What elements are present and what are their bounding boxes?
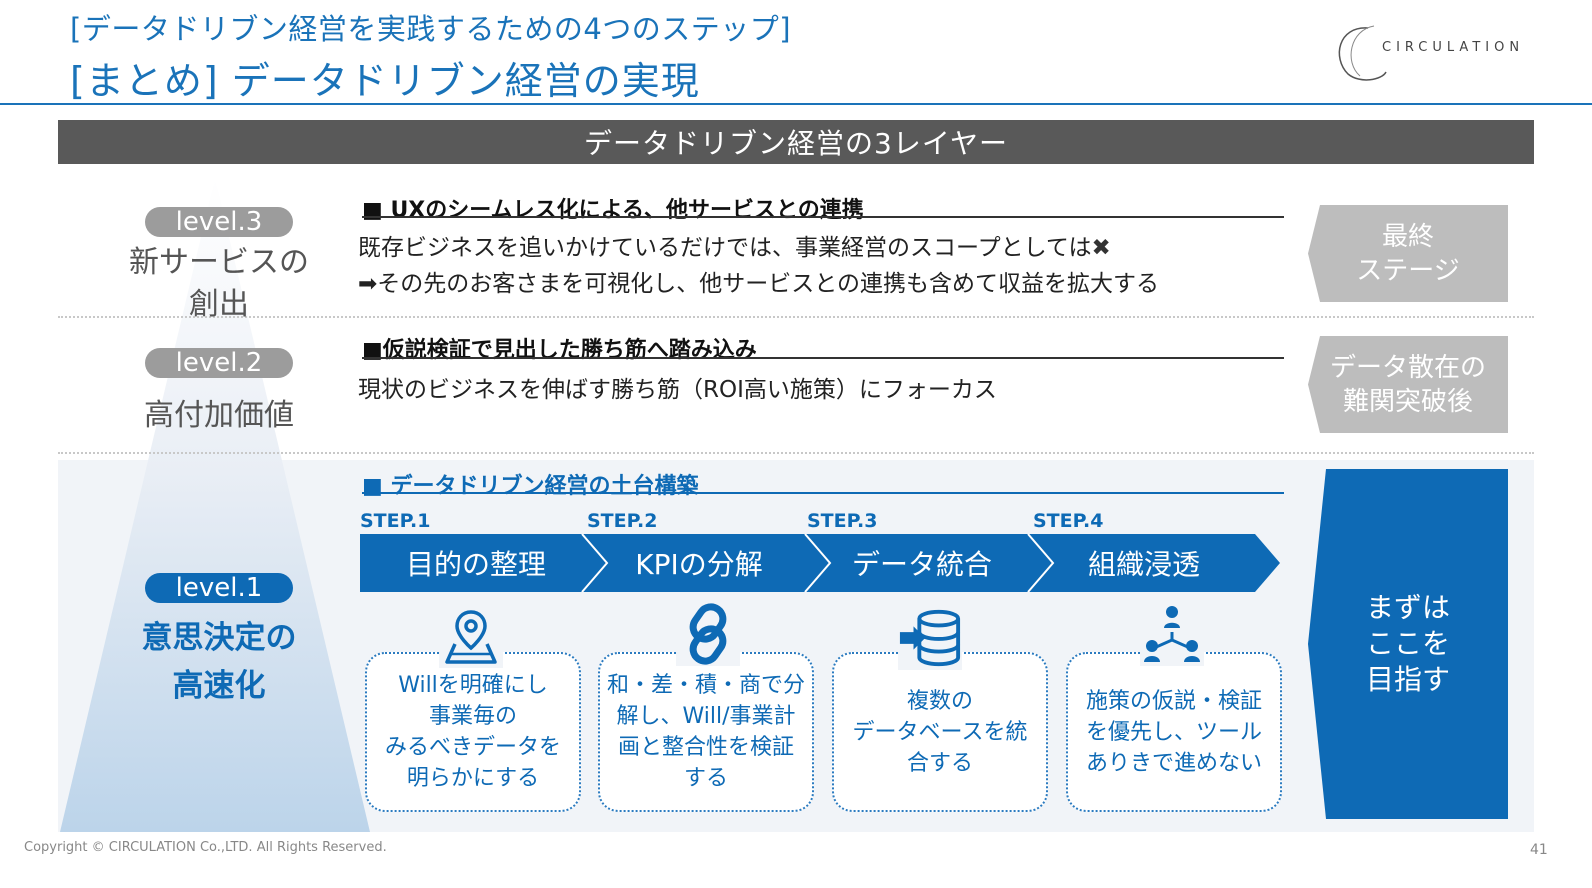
step4-card: 施策の仮説・検証を優先し、ツール ありきで進めない	[1066, 652, 1282, 812]
database-import-icon	[898, 606, 962, 670]
level1-heading: ■ データドリブン経営の土台構築	[362, 474, 699, 499]
map-pin-icon	[439, 604, 503, 668]
level3-rule	[362, 216, 1284, 218]
step2-name: KPIの分解	[635, 548, 763, 581]
step4-label: STEP.4	[1033, 510, 1104, 532]
level2-rule	[362, 357, 1284, 359]
step3-name: データ統合	[851, 548, 992, 581]
link-icon	[676, 602, 740, 666]
organization-icon	[1140, 602, 1204, 666]
level3-stage-tag: 最終ステージ	[1308, 205, 1508, 302]
pyramid-graphic	[60, 178, 370, 832]
slide-subtitle: [データドリブン経営を実践するための4つのステップ]	[70, 12, 792, 46]
step2-card: 和・差・積・商で分解し、Will/事業計 画と整合性を検証する	[598, 652, 814, 812]
step3-label: STEP.3	[807, 510, 878, 532]
copyright: Copyright © CIRCULATION Co.,LTD. All Rig…	[24, 840, 387, 855]
step1-label: STEP.1	[360, 510, 431, 532]
step2-label: STEP.2	[587, 510, 658, 532]
step1-card: Willを明確にし事業毎の みるべきデータを明らかにする	[365, 652, 581, 812]
separator-level3	[58, 316, 1534, 318]
step3-card: 複数のデータベースを統 合する	[832, 652, 1048, 812]
level3-label: 新サービスの 創出	[129, 245, 309, 322]
level3-badge: level.3	[145, 207, 293, 237]
header-divider	[0, 103, 1592, 105]
level1-badge: level.1	[145, 573, 293, 603]
page-number: 41	[1530, 842, 1548, 858]
step4-name: 組織浸透	[1087, 548, 1200, 581]
step1-name: 目的の整理	[405, 548, 546, 581]
circulation-logo	[1338, 25, 1387, 81]
level3-text-2: ➡その先のお客さまを可視化し、他サービスとの連携も含めて収益を拡大する	[358, 271, 1160, 297]
level3-heading: ■ UXのシームレス化による、他サービスとの連携	[362, 198, 864, 223]
separator-level2	[58, 452, 1534, 454]
level1-label: 意思決定の 高速化	[141, 620, 297, 704]
step-process-bar	[360, 534, 1280, 592]
level2-heading: ■仮説検証で見出した勝ち筋へ踏み込み	[362, 338, 757, 363]
level1-rule	[362, 492, 1284, 494]
level3-text-1: 既存ビジネスを追いかけているだけでは、事業経営のスコープとしては✖	[358, 235, 1111, 261]
cross-icon: ✖	[1091, 235, 1111, 261]
level2-label: 高付加価値	[144, 398, 294, 433]
level2-stage-tag: データ散在の難関突破後	[1308, 336, 1508, 433]
level1-stage-tag: まずはここを目指す	[1308, 469, 1508, 819]
logo-text: CIRCULATION	[1382, 40, 1525, 55]
slide-title: [まとめ] データドリブン経営の実現	[70, 59, 700, 103]
layer-title-bar: データドリブン経営の3レイヤー	[58, 120, 1534, 164]
level2-badge: level.2	[145, 348, 293, 378]
level2-text-1: 現状のビジネスを伸ばす勝ち筋（ROI高い施策）にフォーカス	[358, 377, 997, 403]
